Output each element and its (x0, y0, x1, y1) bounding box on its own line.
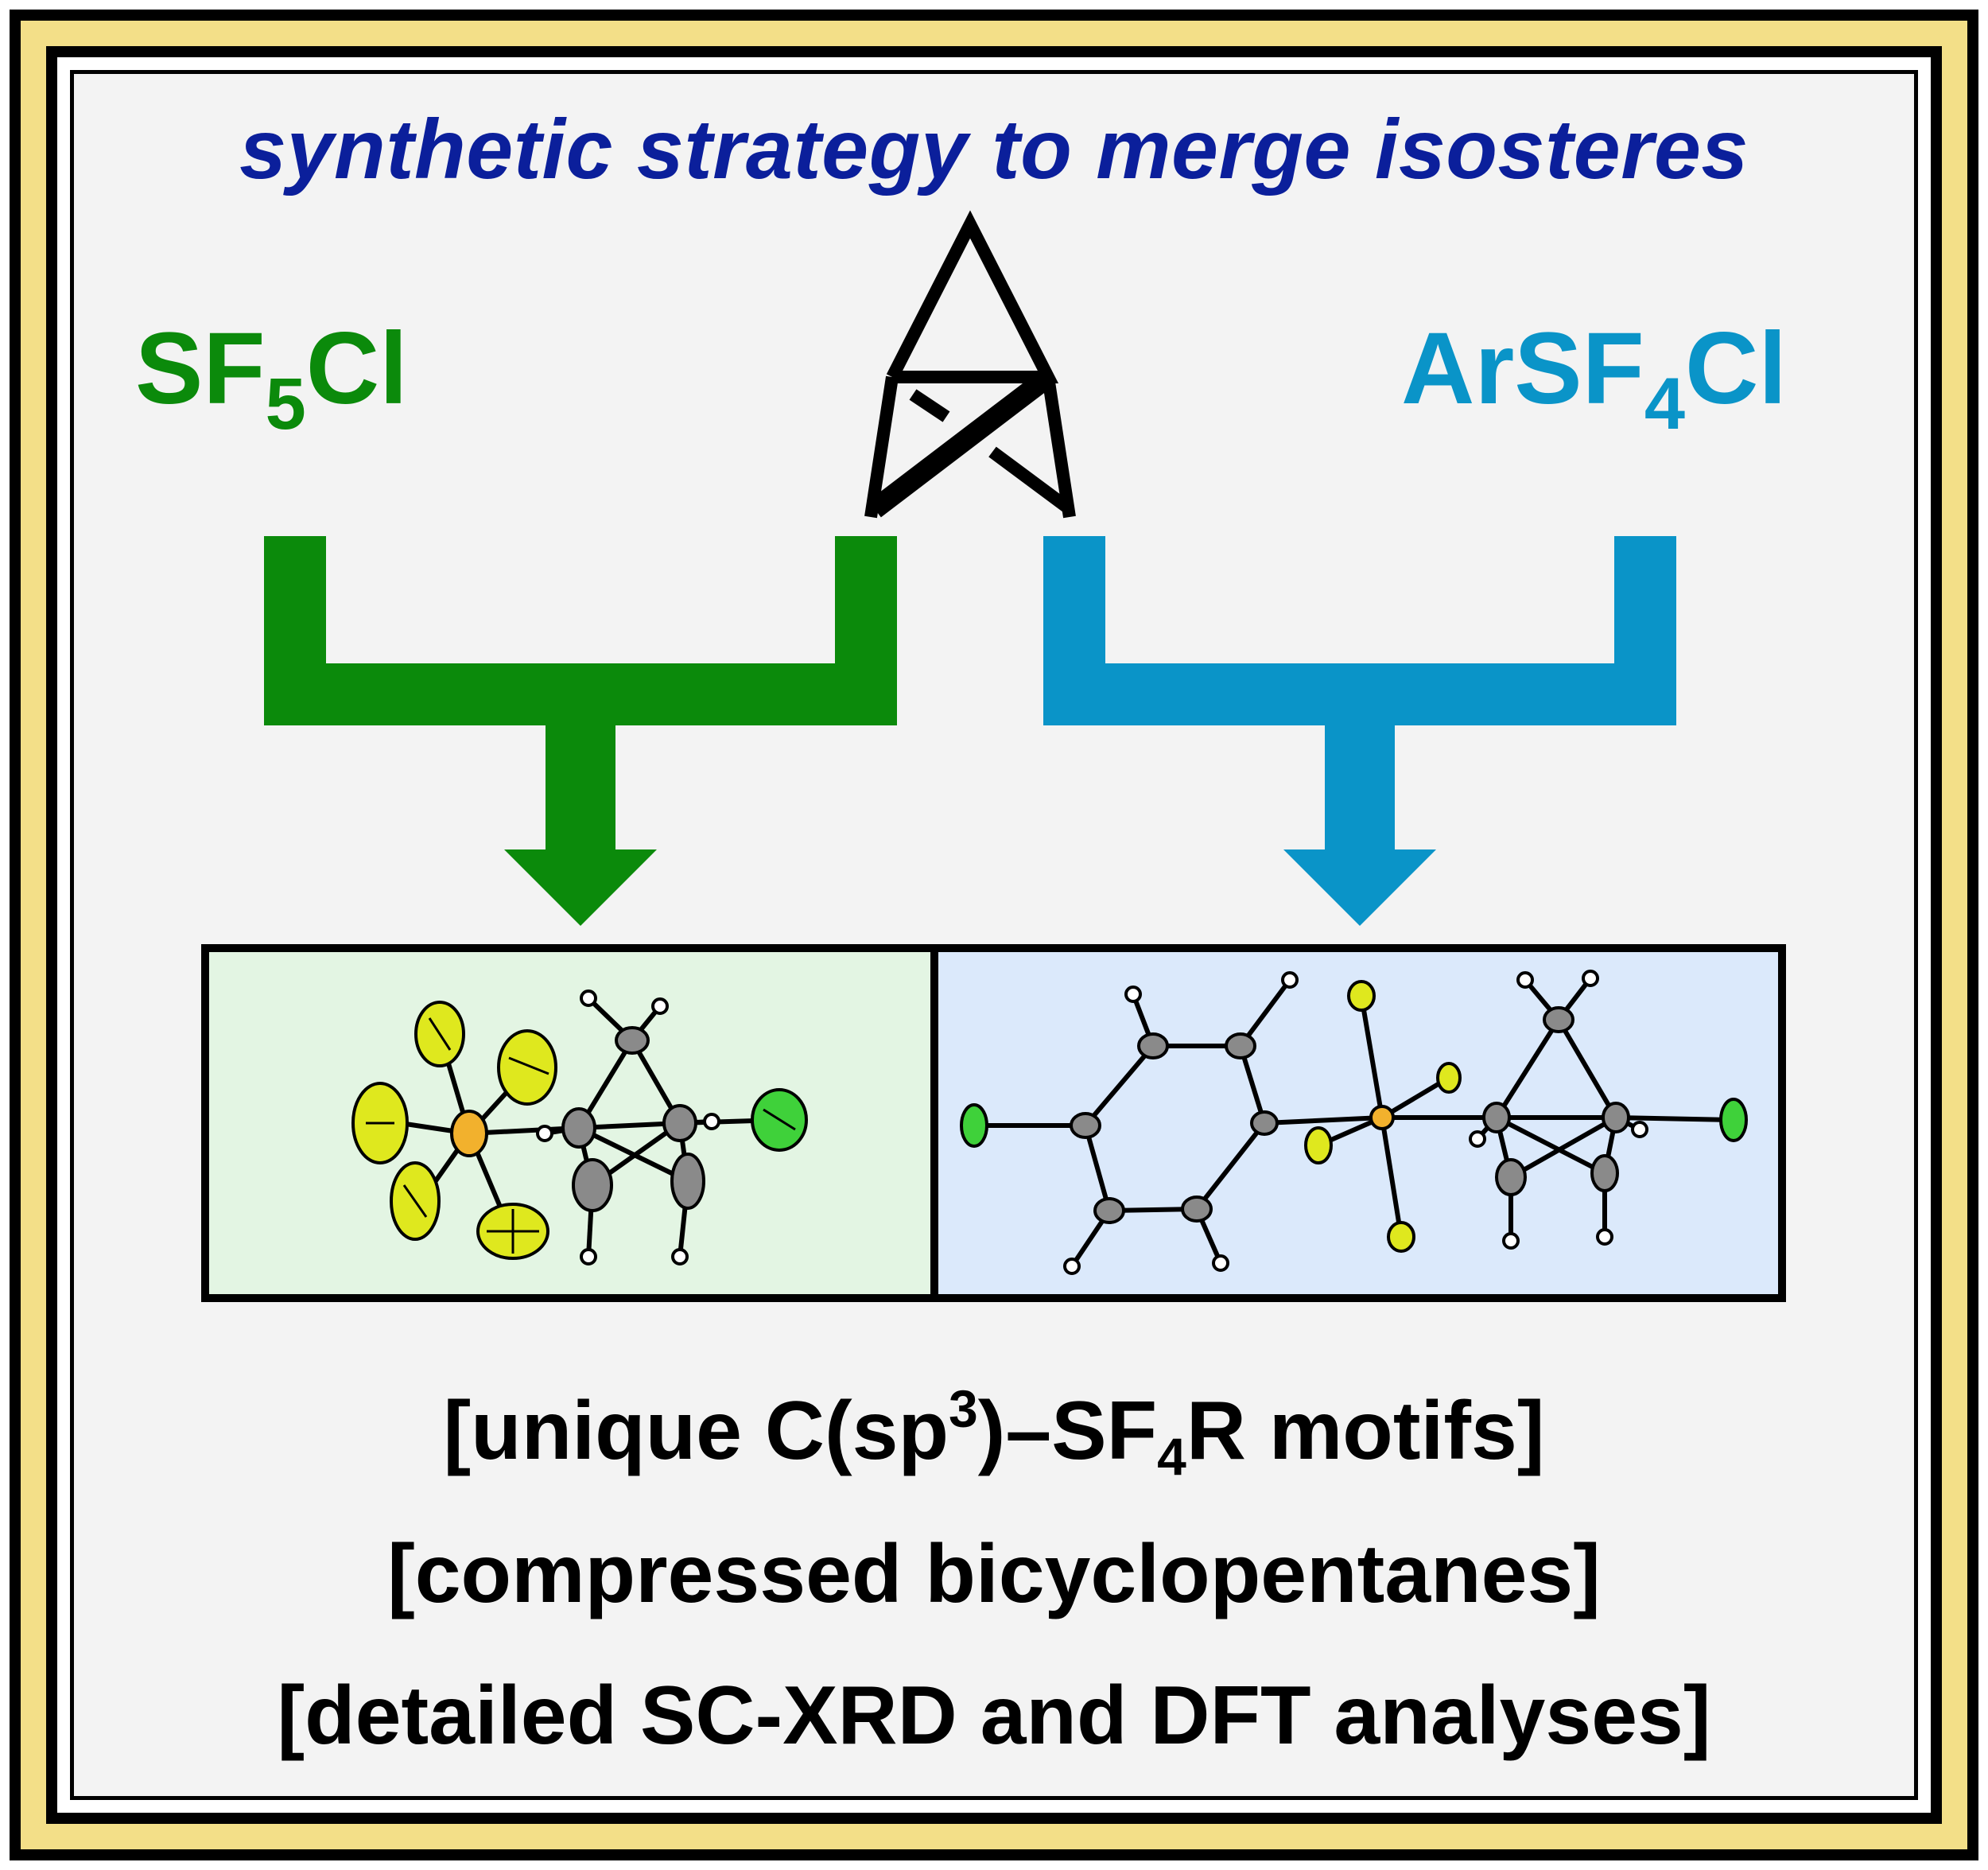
sf5-bcp-cl-crystal-structure (351, 989, 808, 1265)
reagent-arsf4cl-label: ArSF4Cl (1401, 310, 1787, 445)
reagent-left-tail: Cl (305, 312, 408, 426)
arsf4-bcp-cl-crystal-structure (960, 970, 1748, 1275)
reagent-right-main: ArSF (1401, 312, 1644, 426)
green-merge-arrow (264, 536, 897, 926)
feature-1-superscript: 3 (949, 1379, 978, 1438)
reagent-left-main: SF (135, 312, 266, 426)
feature-1-post: R motifs] (1186, 1385, 1545, 1477)
feature-line-analyses: [detailed SC-XRD and DFT analyses] (277, 1670, 1711, 1762)
feature-1-mid: )–SF (977, 1385, 1158, 1477)
feature-1-pre: [unique C(sp (443, 1385, 949, 1477)
feature-line-bicyclopentanes: [compressed bicyclopentanes] (387, 1528, 1601, 1620)
feature-1-subscript: 4 (1157, 1427, 1186, 1486)
reagent-sf5cl-label: SF5Cl (135, 310, 408, 445)
reagent-right-subscript: 4 (1644, 364, 1685, 445)
feature-line-motifs: [unique C(sp3)–SF4R motifs] (0, 1379, 1988, 1486)
blue-merge-arrow (1043, 536, 1676, 926)
page-title: synthetic strategy to merge isosteres (239, 103, 1749, 196)
reagent-right-tail: Cl (1684, 312, 1787, 426)
reagent-left-subscript: 5 (265, 364, 306, 445)
content-panel (70, 70, 1918, 1800)
propellane-structure-icon (864, 210, 1076, 519)
